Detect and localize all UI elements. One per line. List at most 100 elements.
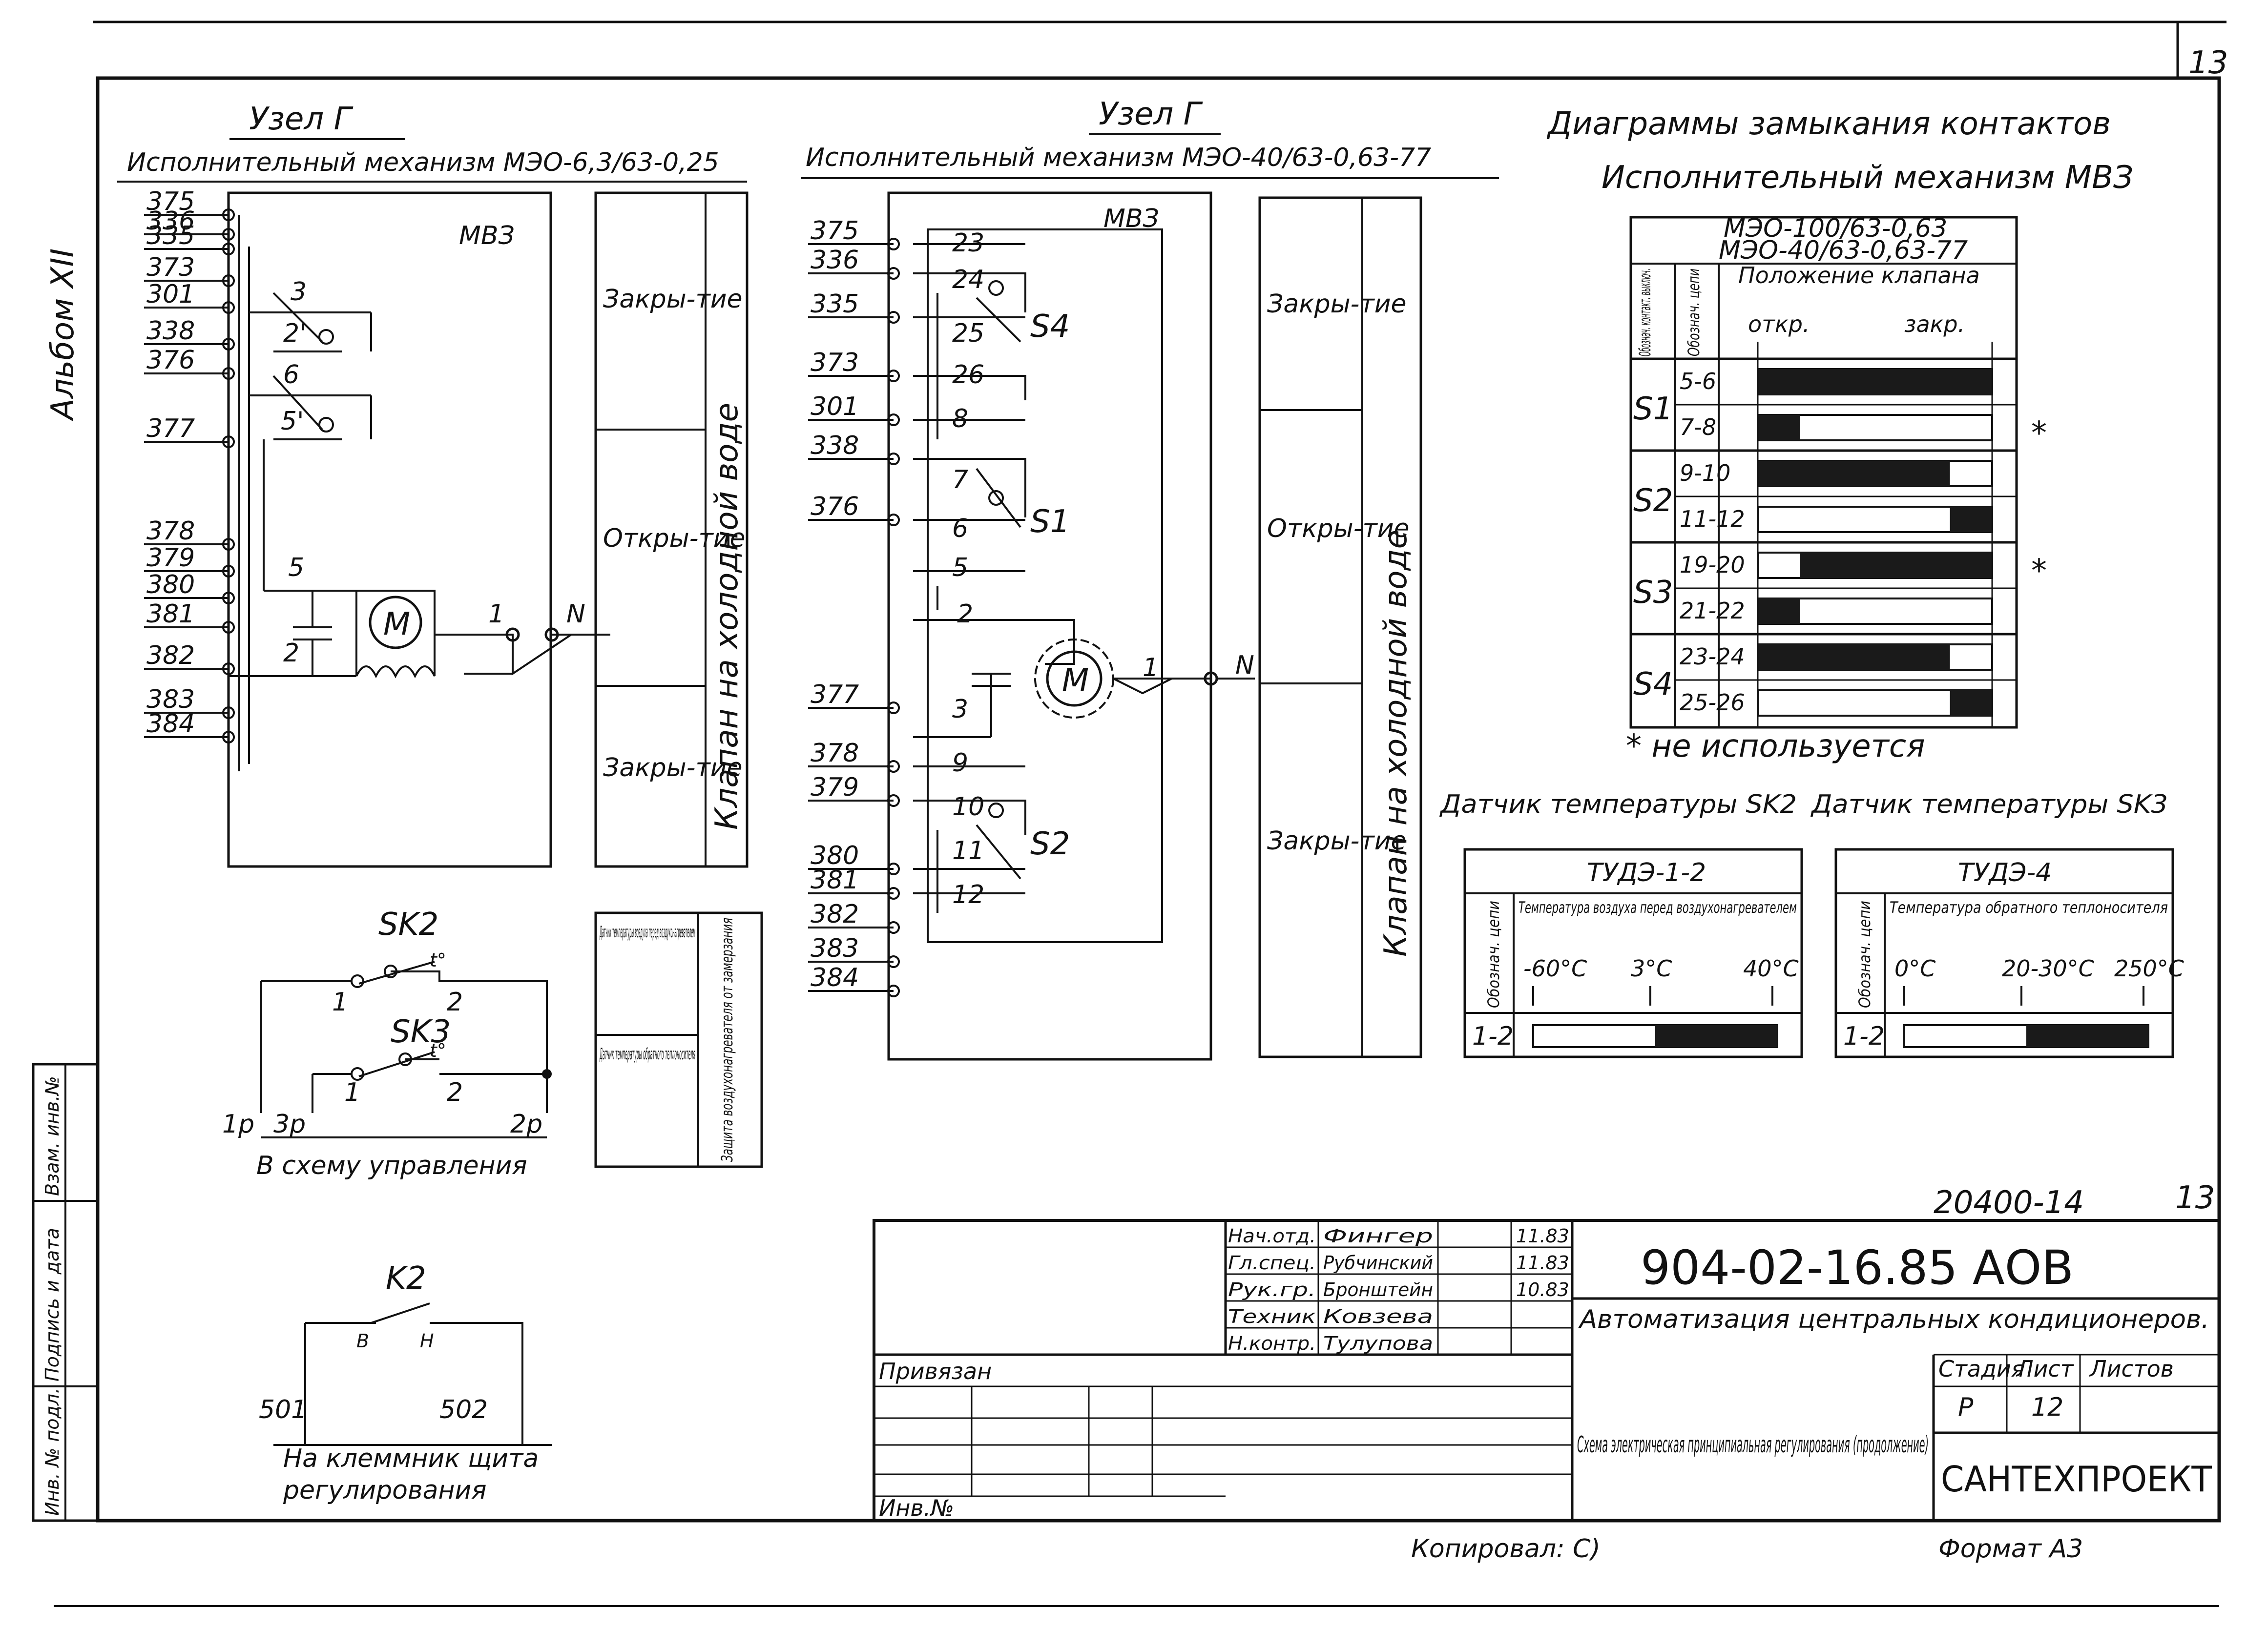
left-terminal-378: 378 bbox=[146, 516, 195, 546]
staff-date-2: 10.83 bbox=[1516, 1279, 1569, 1300]
inventory-number: 20400-14 bbox=[1934, 1185, 2084, 1221]
temp-sensor-circuit-0: 1-2 bbox=[1472, 1022, 1514, 1051]
left-terminal-383: 383 bbox=[146, 685, 195, 714]
middle-motor-circuit bbox=[972, 639, 1255, 737]
middle-terminal-381: 381 bbox=[811, 866, 859, 895]
left-terminal-380: 380 bbox=[146, 570, 195, 599]
k2-terminal-502: 502 bbox=[439, 1395, 488, 1424]
temp-sensor-scale-0-0: -60°С bbox=[1523, 955, 1587, 982]
staff-date-1: 11.83 bbox=[1516, 1252, 1569, 1274]
staff-role-2: Рук.гр. bbox=[1228, 1279, 1316, 1300]
org-name: САНТЕХПРОЕКТ bbox=[1941, 1459, 2212, 1500]
title-block-frame bbox=[873, 1219, 2221, 1522]
left-state-3: Закры-тие bbox=[603, 753, 743, 783]
middle-contact-23: 23 bbox=[952, 228, 984, 258]
format-label: Формат А3 bbox=[1938, 1534, 2083, 1564]
diagram-col-switch: Обознач. контакт. выключ. bbox=[1636, 268, 1654, 356]
left-contact-1: 1 bbox=[488, 599, 504, 629]
middle-state-3: Закры-тие bbox=[1267, 826, 1407, 856]
left-terminal-381: 381 bbox=[146, 599, 195, 629]
temp-sensor-scale-1-2: 250°С bbox=[2114, 955, 2184, 982]
temp-sensor-scale-0-2: 40°С bbox=[1743, 955, 1799, 982]
diagram-pos-open: откр. bbox=[1748, 311, 1810, 337]
middle-terminal-379: 379 bbox=[811, 773, 859, 802]
middle-contact-24: 24 bbox=[952, 265, 984, 294]
album-label: Альбом XII bbox=[45, 248, 81, 422]
diagram-model-1: МЭО-100/63-0,63 bbox=[1724, 214, 1947, 243]
copied-by: Копировал: С) bbox=[1411, 1534, 1601, 1564]
middle-state-2: Откры-тие bbox=[1267, 514, 1410, 543]
staff-name-0: Фингер bbox=[1323, 1225, 1433, 1247]
middle-contact-10: 10 bbox=[952, 792, 984, 822]
sk2-contact-2: 2 bbox=[447, 988, 463, 1017]
middle-terminal-377: 377 bbox=[811, 680, 859, 709]
middle-terminal-375: 375 bbox=[811, 216, 859, 246]
sk3-contact-2: 2 bbox=[447, 1078, 463, 1107]
diagram-circuit-23-24: 23-24 bbox=[1680, 643, 1745, 670]
left-state-table bbox=[594, 191, 749, 868]
middle-motor-label: M bbox=[1062, 662, 1089, 699]
strip-label-replace: Взам. инв.№ bbox=[42, 1076, 63, 1196]
k2-contact-b: В bbox=[356, 1330, 369, 1352]
diagram-footnote: * не используется bbox=[1626, 728, 1925, 764]
staff-name-2: Бронштейн bbox=[1323, 1279, 1433, 1300]
left-mvz-block bbox=[227, 191, 552, 868]
temp-sensor-desc-0: Температура воздуха перед воздухонагрева… bbox=[1519, 898, 1797, 917]
diagram-switch-S4: S4 bbox=[1633, 666, 1673, 702]
middle-terminal-384: 384 bbox=[811, 963, 859, 992]
switch-S4: S4 bbox=[1030, 309, 1070, 345]
k2-terminal-501: 501 bbox=[259, 1395, 307, 1424]
left-terminal-384: 384 bbox=[146, 709, 195, 739]
middle-terminal-336: 336 bbox=[811, 246, 859, 275]
diagram-circuit-25-26: 25-26 bbox=[1680, 689, 1745, 716]
project-title: Автоматизация центральных кондиционеров. bbox=[1578, 1305, 2209, 1334]
strip-label-inventory: Инв. № подл. bbox=[42, 1388, 63, 1516]
switch-S1: S1 bbox=[1030, 504, 1070, 540]
diagram-circuit-9-10: 9-10 bbox=[1680, 460, 1730, 486]
left-terminal-376: 376 bbox=[146, 346, 195, 375]
drawing-title: Схема электрическая принципиальная регул… bbox=[1577, 1431, 1929, 1458]
diagram-circuit-21-22: 21-22 bbox=[1680, 598, 1745, 624]
diagram-bar-closed-25-26 bbox=[1950, 690, 1992, 716]
stage-header: Стадия bbox=[1938, 1356, 2024, 1382]
left-terminal-335: 335 bbox=[146, 221, 195, 250]
temp-sensor-circuit-1: 1-2 bbox=[1843, 1022, 1885, 1051]
sk3-contact-1: 1 bbox=[344, 1078, 360, 1107]
left-node-title: Узел Г bbox=[249, 101, 354, 137]
stage-value: Р bbox=[1958, 1393, 1974, 1422]
sk2-label: SK2 bbox=[378, 907, 438, 943]
diagram-col-circuit: Обознач. цепи bbox=[1685, 268, 1703, 356]
sheet-value: 12 bbox=[2031, 1393, 2063, 1422]
temp-sensor-col-header-1: Обознач. цепи bbox=[1855, 901, 1874, 1008]
left-contact-group bbox=[249, 292, 372, 591]
k2-caption-2: регулирования bbox=[283, 1476, 487, 1505]
diagram-switch-S3: S3 bbox=[1633, 575, 1673, 611]
middle-terminal-list: 3753363353733013383763773783793803813823… bbox=[808, 216, 900, 997]
diagram-bar-closed-9-10 bbox=[1758, 461, 1950, 486]
k2-caption-1: На клеммник щита bbox=[283, 1444, 539, 1473]
diagram-circuit-19-20: 19-20 bbox=[1680, 552, 1745, 578]
middle-terminal-376: 376 bbox=[811, 492, 859, 521]
diagram-rows: S15-67-8*S29-1011-12S319-20*21-22S423-24… bbox=[1631, 342, 2047, 727]
inventory-sheet: 13 bbox=[2175, 1180, 2215, 1216]
left-contact-2p: 2' bbox=[283, 319, 306, 348]
left-terminal-382: 382 bbox=[146, 641, 195, 670]
left-terminal-338: 338 bbox=[146, 316, 195, 346]
output-1p: 1р bbox=[222, 1110, 254, 1139]
left-terminal-336: 336 bbox=[146, 206, 195, 236]
middle-contact-5: 5 bbox=[952, 553, 968, 582]
sensor-caption: В схему управления bbox=[256, 1151, 527, 1180]
left-state-2: Откры-тие bbox=[603, 524, 746, 553]
middle-terminal-380: 380 bbox=[811, 841, 859, 870]
switch-S2: S2 bbox=[1030, 826, 1070, 862]
middle-contact-6: 6 bbox=[952, 514, 968, 543]
staff-role-0: Нач.отд. bbox=[1228, 1225, 1316, 1247]
staff-date-0: 11.83 bbox=[1516, 1225, 1569, 1247]
left-valve-label: Клапан на холодной воде bbox=[709, 403, 745, 830]
left-terminal-375: 375 bbox=[146, 187, 195, 216]
staff-role-1: Гл.спец. bbox=[1228, 1252, 1316, 1274]
middle-terminal-373: 373 bbox=[811, 348, 859, 377]
